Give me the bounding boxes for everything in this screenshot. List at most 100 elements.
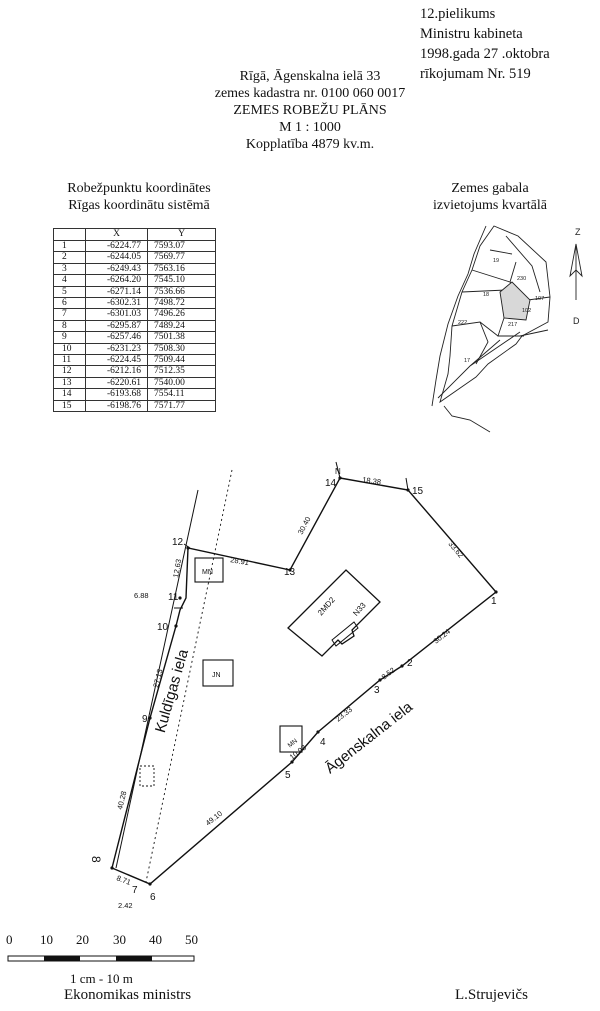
y-coordinate-cell: 7569.77 [147,251,216,264]
parcel-label: 230 [517,276,526,282]
north-mark: N [335,467,341,476]
x-coordinate-cell: -6220.61 [85,376,148,390]
point-label-6: 6 [150,892,156,903]
parcel-label: 107 [535,296,544,302]
mn-label-south: MN [287,737,300,749]
annex-line-1: 12.pielikums [420,6,496,22]
distance-8-9: 40.28 [115,790,128,810]
plan-title: ZEMES ROBEŽU PLĀNS [233,103,387,118]
point-label-2: 2 [407,658,413,669]
y-coordinate-cell: 7512.35 [147,365,216,378]
boundary-point-4 [316,730,320,734]
plan-scale: M 1 : 1000 [279,120,341,135]
street-label-agenskalna: Āgenskalna iela [322,698,416,777]
y-coordinate-cell: 7501.38 [147,331,216,344]
x-coordinate-cell: -6198.76 [85,399,148,413]
y-coordinate-cell: 7496.26 [147,308,216,321]
scale-bar-segment [44,956,80,961]
block-outline [439,225,551,404]
boundary-point-1 [494,590,498,594]
y-coordinate-cell: 7489.24 [147,319,216,333]
scale-tick-30: 30 [113,932,126,947]
street-edge-left [431,225,487,407]
y-coordinate-cell: 7554.11 [147,388,216,401]
distance-5-6: 49.10 [204,809,224,828]
building-label-number: N33 [351,600,368,617]
street-lines [437,329,549,399]
boundary-point-3 [378,678,382,682]
point-label-5: 5 [285,770,291,781]
boundary-point-15 [406,488,410,492]
x-coordinate-cell: -6271.14 [85,285,148,299]
annex-line-2: Ministru kabineta [420,26,523,42]
plan-header: Rīgā, Āgenskalna ielā 33 zemes kadastra … [180,68,440,153]
y-coordinate-cell: 7545.10 [147,274,216,287]
point-label-8: 8 [89,856,103,863]
mn-label-north: MN [202,569,213,576]
point-number-cell: 11 [53,354,86,367]
street-edge-right [505,235,541,293]
boundary-points [110,476,498,886]
parcel-boundary [111,477,498,885]
coordinates-title: Robežpunktu koordinātes Rīgas koordinātu… [24,180,254,214]
mn-box-north [194,557,224,583]
building-label-main: 2MD2 [316,595,337,617]
location-title-line-1: Zemes gabala [451,181,529,196]
point-label-13: 13 [284,567,296,578]
kuldigas-street-edge [115,489,199,869]
x-coordinate-cell: -6224.77 [85,239,148,253]
point-number-cell: 15 [53,399,86,413]
x-coordinate-cell: -6295.87 [85,319,148,333]
mn-dashed-box [139,765,155,787]
boundary-point-8 [110,866,114,870]
y-coordinate-cell: 7509.44 [147,354,216,367]
signature-ministry: Ekonomikas ministrs [64,987,192,1003]
subject-parcel [499,281,531,321]
point-label-12: 12 [172,537,184,548]
distance-6-7: 2.42 [118,901,133,910]
location-parcel-labels: 19 230 18 107 102 222 217 17 [458,258,544,364]
scale-tick-20: 20 [76,932,89,947]
cadastre-number: zemes kadastra nr. 0100 060 0017 [214,86,406,101]
kuldigas-dotted-line [145,469,233,883]
location-title-line-2: izvietojums kvartālā [433,198,547,213]
y-coordinate-cell: 7498.72 [147,297,216,310]
boundary-point-2 [400,664,404,668]
point-numbers: 1 2 3 4 5 6 7 8 9 10 11 12 13 14 15 N [89,467,497,903]
location-north-arrow: Z D [569,227,583,326]
point-label-7: 7 [132,885,138,896]
boundary-point-10 [174,624,178,628]
jn-box [202,659,234,687]
boundary-point-12 [186,546,190,550]
y-coordinate-cell: 7540.00 [147,376,216,390]
parcel-lines [451,249,551,365]
distance-10-11: 6.88 [134,591,149,600]
south-letter: D [573,316,580,326]
annex-line-4: rīkojumam Nr. 519 [420,66,531,82]
scale-tick-0: 0 [6,932,13,947]
plan-labels: MN JN MN MN 2MD2 N33 Kuldīgas iela Āgens… [152,569,416,777]
north-letter: Z [575,227,581,237]
corner-mark-14 [335,461,341,479]
coordinates-title-line-2: Rīgas koordinātu sistēmā [68,198,210,213]
boundary-point-6 [148,882,152,886]
scale-bar: 0 10 20 30 40 50 [6,932,198,962]
scale-bar-frame [7,955,195,962]
parcel-label: 217 [508,322,517,328]
distance-9-10: 27.13 [151,668,164,688]
scale-bar-segment [116,956,152,961]
point-label-4: 4 [320,737,326,748]
location-title: Zemes gabala izvietojums kvartālā [410,180,570,214]
building-entrance [331,621,359,647]
boundary-point-11 [178,596,182,600]
scale-tick-10: 10 [40,932,53,947]
